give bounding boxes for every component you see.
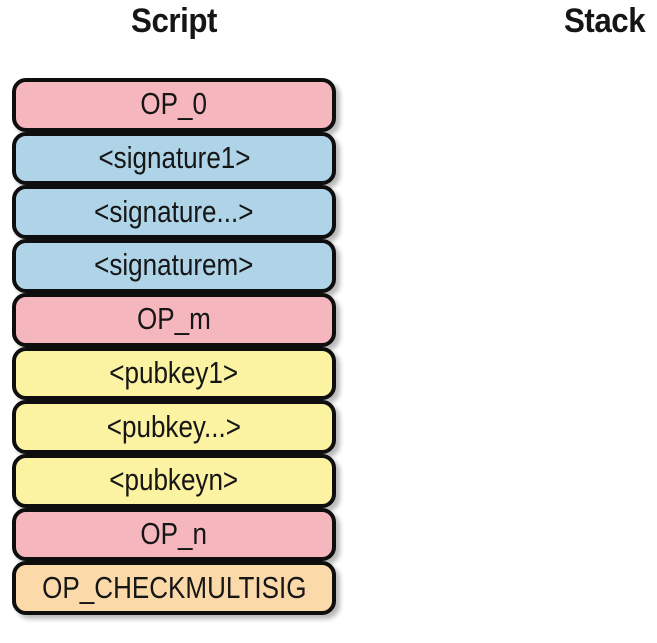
stack-box-stack (487, 78, 647, 615)
script-box-label: <pubkey1> (109, 354, 239, 390)
script-box-signaturem: <signaturem> (12, 239, 336, 293)
script-box-signature: <signature...> (12, 185, 336, 240)
script-box-label: <signaturem> (94, 247, 254, 283)
script-box-label: <pubkey...> (106, 408, 242, 444)
script-box-label: OP_CHECKMULTISIG (41, 569, 307, 605)
script-box-pubkey1: <pubkey1> (12, 346, 336, 401)
script-box-op-m: OP_m (12, 292, 336, 347)
script-box-label: <pubkeyn> (109, 462, 239, 498)
script-box-label: <signature1> (97, 140, 251, 176)
script-box-op-n: OP_n (12, 507, 336, 562)
script-column-title: Script (131, 2, 217, 40)
stack-column-title: Stack (564, 2, 646, 40)
script-box-label: OP_m (137, 301, 211, 337)
script-box-signature1: <signature1> (12, 131, 336, 186)
script-box-stack: OP_0 <signature1> <signature...> <signature… (12, 78, 336, 616)
script-box-label: <signature...> (94, 193, 254, 229)
script-box-label: OP_0 (140, 86, 208, 122)
script-box-pubkey: <pubkey...> (12, 400, 336, 454)
script-box-pubkeyn: <pubkeyn> (12, 453, 336, 508)
script-box-label: OP_n (140, 515, 208, 551)
script-box-op-checkmultisig: OP_CHECKMULTISIG (12, 561, 336, 616)
script-box-op-0: OP_0 (12, 78, 336, 132)
